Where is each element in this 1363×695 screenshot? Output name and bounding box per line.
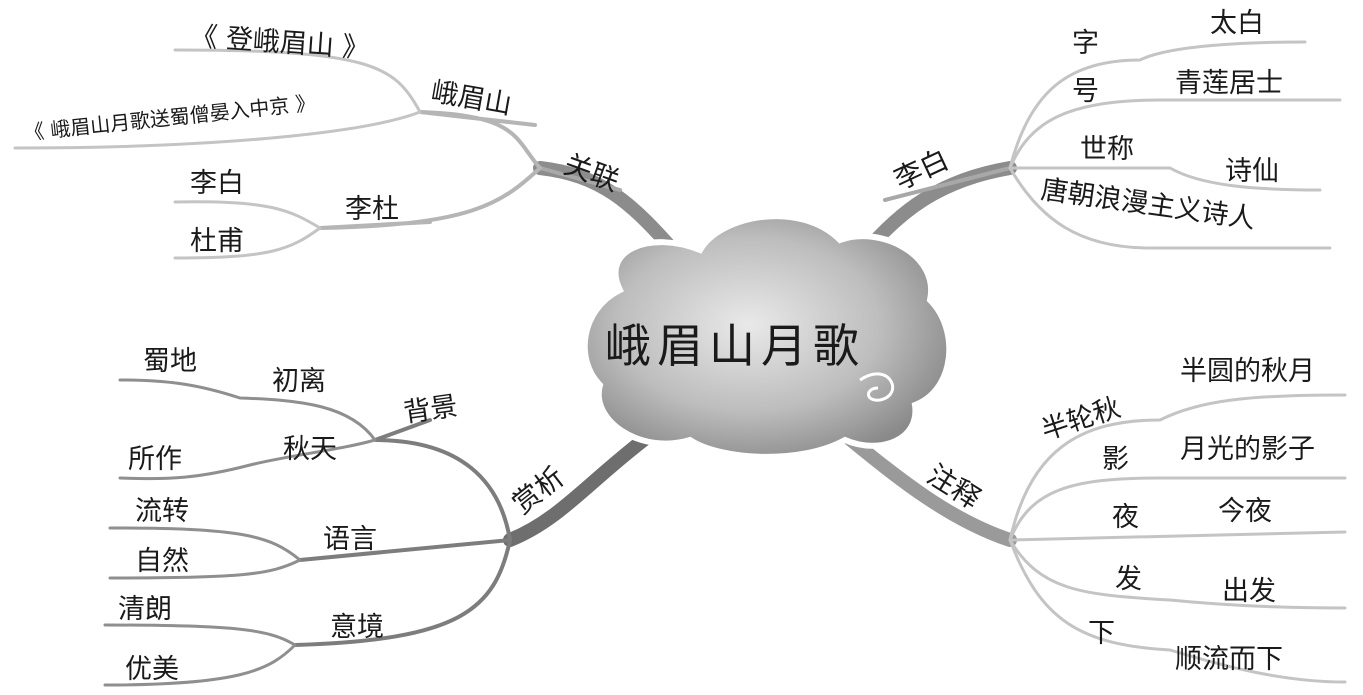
node-term-2: 影 <box>1102 444 1129 475</box>
node-libai-leaf: 李白 <box>190 168 244 199</box>
branch-libai: 李白 字 太白 号 青莲居士 世称 诗仙 唐朝浪漫主义诗人 <box>860 8 1340 258</box>
node-yijing: 意境 <box>330 612 384 643</box>
node-qiutian: 秋天 <box>283 434 337 465</box>
node-shicheng: 世称 <box>1080 134 1134 165</box>
node-poem1: 《 登峨眉山 》 <box>190 21 371 64</box>
node-suozuo: 所作 <box>128 444 182 475</box>
link-emeishan <box>420 112 540 168</box>
center-cloud: 峨眉山月歌 <box>585 216 950 457</box>
node-qinglang: 清朗 <box>118 594 172 625</box>
link-hao <box>1010 100 1340 168</box>
link-item-2 <box>1010 478 1345 540</box>
node-term-5: 下 <box>1088 618 1115 649</box>
node-youmei: 优美 <box>125 654 179 685</box>
link-chuli <box>120 380 375 440</box>
node-shudi: 蜀地 <box>143 346 197 377</box>
node-shixian: 诗仙 <box>1225 156 1279 187</box>
link-qinglang <box>105 625 295 645</box>
node-yuyan: 语言 <box>323 524 377 555</box>
node-dufu: 杜甫 <box>190 226 244 257</box>
link-zi <box>1010 42 1305 168</box>
node-liuzhuan: 流转 <box>135 496 189 527</box>
center-title: 峨眉山月歌 <box>605 319 865 373</box>
branch-label-guanlian: 关联 <box>560 148 624 198</box>
node-meaning-1: 半圆的秋月 <box>1180 356 1315 387</box>
link-item-4 <box>1010 540 1345 608</box>
node-chuli: 初离 <box>272 366 326 397</box>
node-lidu: 李杜 <box>345 194 399 225</box>
link-li <box>175 202 320 228</box>
node-zi: 字 <box>1072 28 1099 59</box>
branch-guanlian: 关联 峨眉山 《 登峨眉山 》 《 峨眉山月歌送蜀僧晏入中京 》 李杜 李白 杜… <box>15 21 680 258</box>
node-term-3: 夜 <box>1112 502 1139 533</box>
node-meaning-4: 出发 <box>1222 576 1276 607</box>
node-term-4: 发 <box>1115 564 1142 595</box>
link-beijing <box>375 420 510 540</box>
branch-shangxi: 赏析 背景 初离 蜀地 秋天 所作 语言 流转 自然 意境 清朗 优美 <box>105 346 650 685</box>
link-item-3 <box>1010 532 1345 540</box>
node-meaning-2: 月光的影子 <box>1180 434 1315 465</box>
node-qinglian: 青莲居士 <box>1175 68 1283 99</box>
node-ziran: 自然 <box>135 546 189 577</box>
node-beijing: 背景 <box>402 391 460 429</box>
node-meaning-5: 顺流而下 <box>1175 644 1283 675</box>
node-term-1: 半轮秋 <box>1038 392 1125 447</box>
node-hao: 号 <box>1072 76 1099 107</box>
node-taibai: 太白 <box>1210 8 1264 39</box>
node-meaning-3: 今夜 <box>1218 496 1272 527</box>
